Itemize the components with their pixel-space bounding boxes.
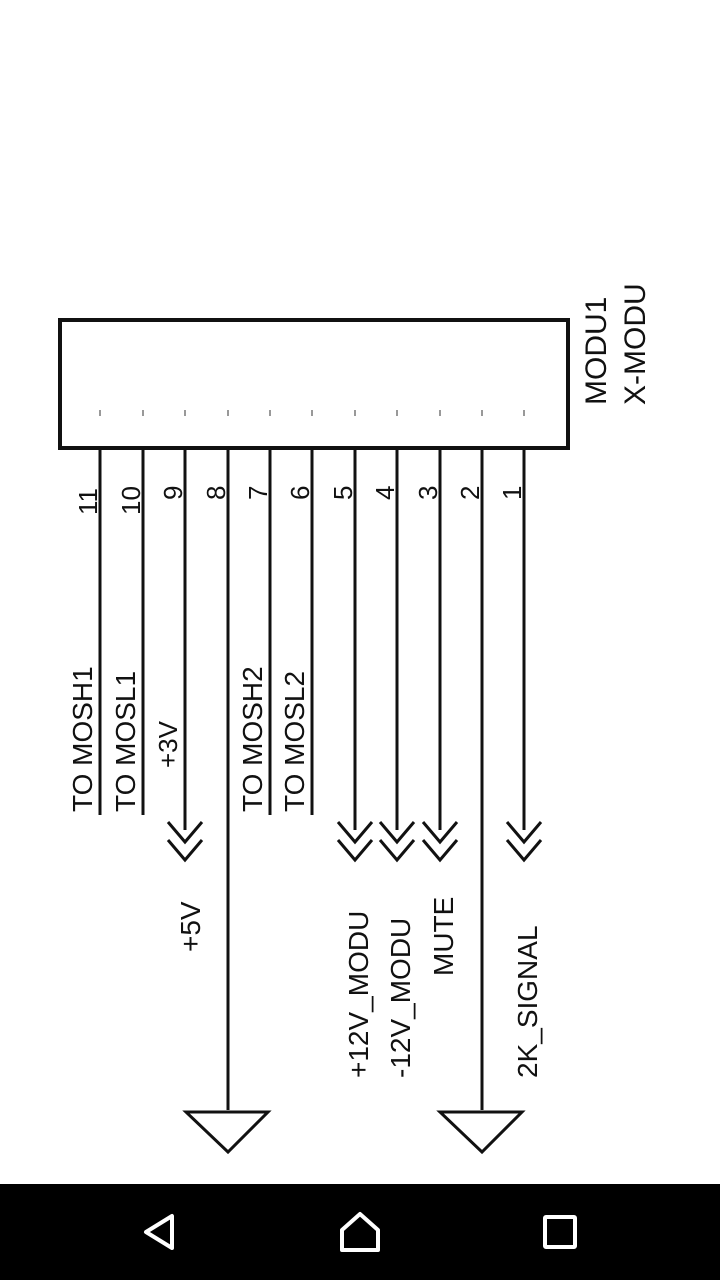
pin-number: 11 [73, 488, 103, 515]
pin-number: 8 [201, 486, 231, 500]
pin-number: 9 [158, 486, 188, 500]
port-chevrons [166, 821, 543, 863]
net-label-to-mosl1: TO MOSL1 [110, 671, 141, 812]
recent-apps-icon [543, 1215, 577, 1249]
ground-symbol [436, 1110, 526, 1155]
port-chevron-signal [505, 821, 543, 845]
pin-number: 1 [497, 486, 527, 500]
port-label-signal: 2K_SIGNAL [512, 925, 543, 1078]
component-value: X-MODU [619, 283, 652, 405]
pin-numbers: 11 10 9 8 7 6 5 4 3 2 1 [73, 486, 527, 515]
ground-symbol [182, 1110, 272, 1155]
pin-number: 6 [285, 486, 315, 500]
port-labels: +5V +12V_MODU -12V_MODU MUTE 2K_SIGNAL [175, 897, 543, 1078]
navigation-bar [0, 1184, 720, 1280]
component-ref: MODU1 [580, 297, 613, 405]
pin-number: 5 [328, 486, 358, 500]
component-body [58, 318, 570, 450]
pin-number: 4 [370, 486, 400, 500]
home-icon [340, 1212, 380, 1252]
pin-wires [98, 448, 526, 1110]
port-label-plus5v: +5V [175, 901, 206, 952]
port-label-mute: MUTE [428, 897, 459, 976]
ground-symbols [182, 1110, 526, 1155]
pin-number: 3 [413, 486, 443, 500]
internal-pin-marks [99, 410, 525, 416]
port-chevron-mute [421, 821, 459, 845]
net-label-plus3v: +3V [153, 720, 183, 768]
home-button[interactable] [300, 1184, 420, 1280]
net-label-to-mosl2: TO MOSL2 [279, 671, 310, 812]
net-labels: TO MOSH1 TO MOSL1 +3V TO MOSH2 TO MOSL2 [67, 666, 310, 812]
recent-apps-button[interactable] [500, 1184, 620, 1280]
pin-number: 7 [243, 486, 273, 500]
port-label-minus12v: -12V_MODU [385, 918, 416, 1078]
pin-number: 2 [455, 486, 485, 500]
net-label-to-mosh2: TO MOSH2 [237, 666, 268, 812]
port-chevron-minus12v [378, 821, 416, 845]
port-chevron-plus5v [166, 821, 204, 845]
port-label-plus12v: +12V_MODU [343, 911, 374, 1078]
net-label-to-mosh1: TO MOSH1 [67, 666, 98, 812]
schematic-diagram: MODU1 X-MODU 11 10 9 8 7 6 5 4 3 2 1 TO … [58, 283, 652, 1155]
port-chevron-plus12v [336, 821, 374, 845]
pin-number: 10 [116, 486, 146, 515]
back-icon [144, 1214, 174, 1250]
back-button[interactable] [100, 1184, 220, 1280]
